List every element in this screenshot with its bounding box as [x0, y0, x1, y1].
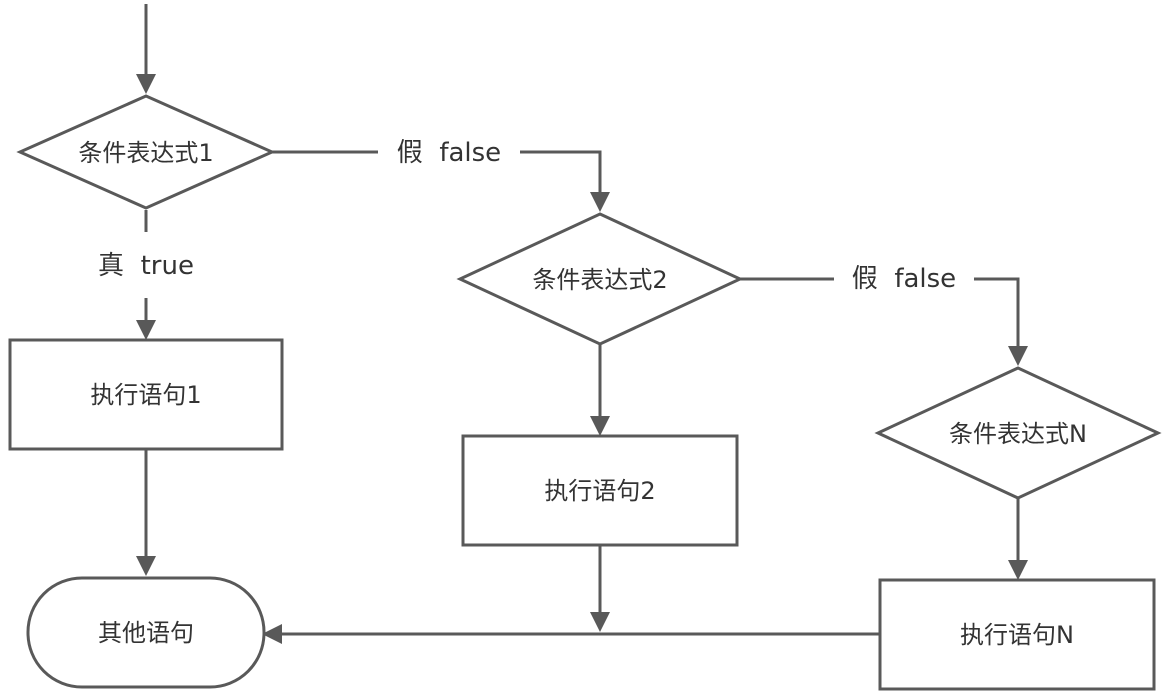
execute-n-box — [878, 578, 1156, 691]
execute-1-label: 执行语句1 — [90, 381, 201, 409]
condition-n-diamond — [874, 366, 1162, 500]
false2-connector-right — [974, 277, 1020, 352]
execute-2-label: 执行语句2 — [544, 477, 655, 505]
true-branch-label: 真 true — [98, 251, 194, 281]
other-statement-terminal — [26, 576, 266, 689]
execute-n-label: 执行语句N — [960, 621, 1074, 649]
merge-arrowhead — [262, 624, 282, 644]
condition-1-label: 条件表达式1 — [78, 139, 213, 167]
condition-1-diamond — [16, 94, 276, 210]
true-arrowhead — [136, 320, 156, 340]
exec2-to-merge-arrowhead — [590, 612, 610, 632]
condN-to-execN-arrowhead — [1008, 560, 1028, 580]
false1-arrowhead — [590, 192, 610, 212]
false2-arrowhead — [1008, 346, 1028, 366]
condition-2-diamond — [456, 212, 744, 346]
cond2-to-exec2-arrowhead — [590, 416, 610, 436]
entry-arrowhead — [136, 74, 156, 94]
false-branch-1-label: 假 false — [397, 138, 501, 168]
condition-2-label: 条件表达式2 — [532, 266, 667, 294]
condition-n-label: 条件表达式N — [949, 420, 1087, 448]
other-statement-label: 其他语句 — [98, 619, 194, 647]
execute-2-box — [461, 434, 739, 547]
execute-1-box — [8, 338, 284, 451]
false-branch-2-label: 假 false — [852, 264, 956, 294]
exec1-to-other-arrowhead — [136, 556, 156, 576]
false1-connector-right — [520, 150, 602, 200]
